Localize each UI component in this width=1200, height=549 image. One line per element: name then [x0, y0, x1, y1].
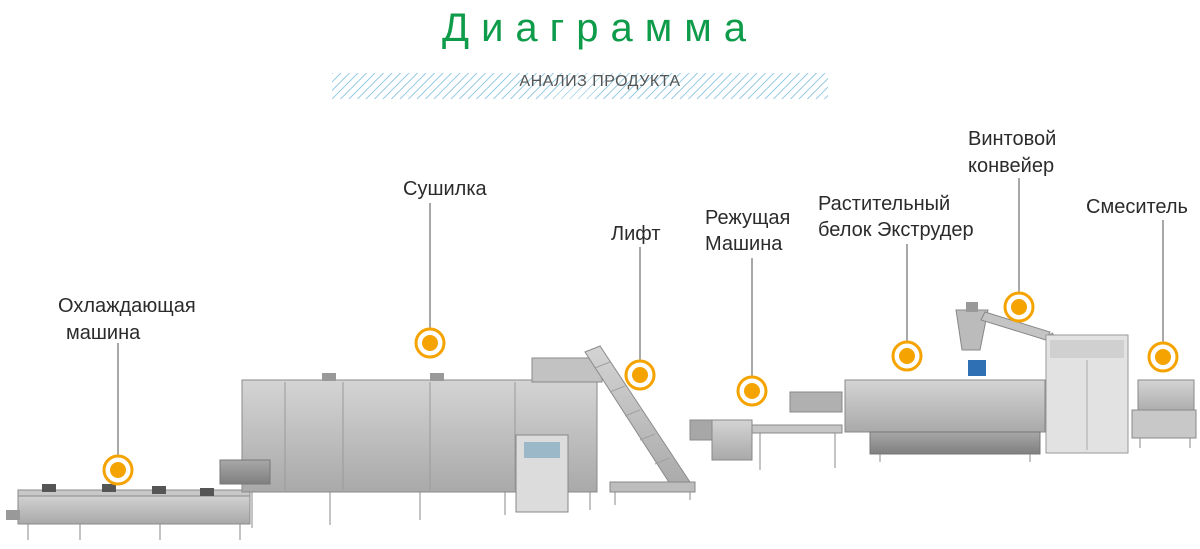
cutting-machine [689, 419, 843, 470]
label-cooling-line2: машина [66, 322, 141, 344]
marker-screw-conveyor [1003, 291, 1035, 323]
label-lift: Лифт [611, 223, 661, 245]
label-cooling-line1: Охлаждающая [58, 295, 196, 317]
marker-cooling [102, 454, 134, 486]
marker-extruder [891, 340, 923, 372]
label-extruder-line1: Растительный [818, 193, 951, 215]
label-screw-conveyor-line1: Винтовой [968, 128, 1057, 150]
marker-mixer [1147, 341, 1179, 373]
label-cutter-line1: Режущая [705, 207, 791, 229]
dryer-machine [219, 357, 603, 528]
subtitle-stripe-band [332, 73, 828, 99]
lift-conveyor [584, 345, 696, 505]
extruder-machine [789, 302, 1046, 462]
page-title: Диаграмма [441, 6, 758, 50]
markers [102, 291, 1179, 486]
marker-lift [624, 359, 656, 391]
page-subtitle: АНАЛИЗ ПРОДУКТА [519, 73, 681, 90]
leader-lines [117, 178, 1164, 462]
mixer-machine [1131, 379, 1197, 448]
label-screw-conveyor-line2: конвейер [968, 155, 1055, 177]
label-extruder-line2: белок Экструдер [818, 219, 974, 241]
label-cutter-line2: Машина [705, 233, 783, 255]
marker-cutter [736, 375, 768, 407]
marker-dryer [414, 327, 446, 359]
label-dryer: Сушилка [403, 178, 487, 200]
cooling-machine [6, 484, 251, 540]
control-cabinet [1045, 334, 1129, 454]
label-mixer: Смеситель [1086, 196, 1188, 218]
